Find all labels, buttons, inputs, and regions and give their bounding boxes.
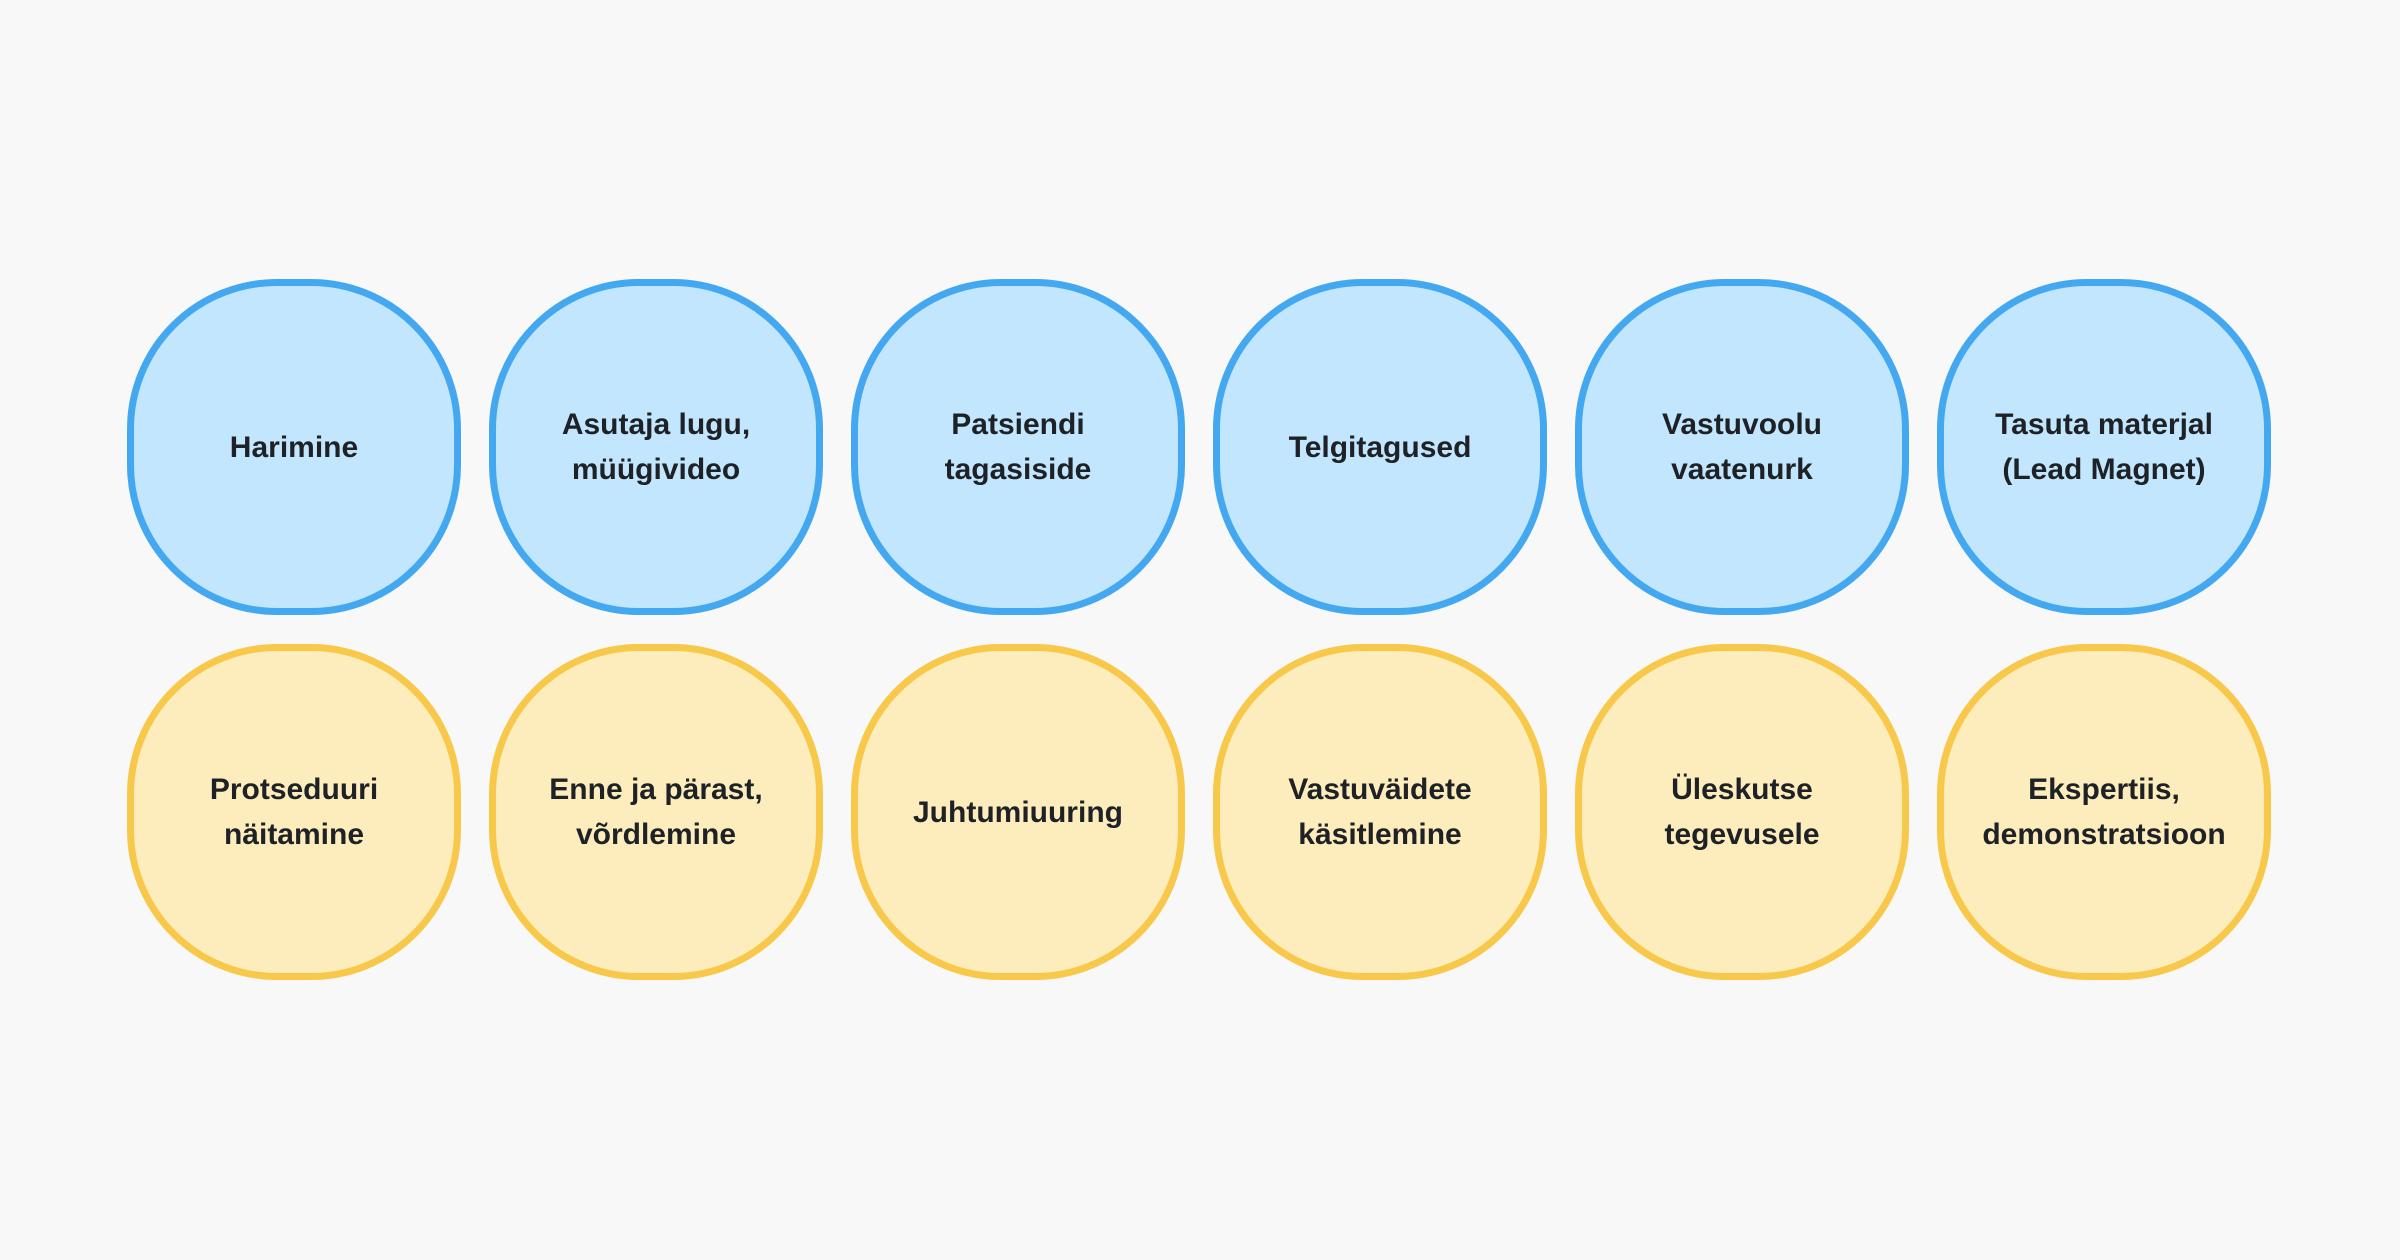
node-ekspertiis-demonstratsioon: Ekspertiis, demonstratsioon <box>1937 644 2271 980</box>
node-vastuvaidete-kasitlemine: Vastuväidete käsitlemine <box>1213 644 1547 980</box>
node-label: Üleskutse tegevusele <box>1664 773 1820 851</box>
node-juhtumiuuring: Juhtumiuuring <box>851 644 1185 980</box>
node-uleskutse-tegevusele: Üleskutse tegevusele <box>1575 644 1909 980</box>
node-label: Tasuta materjal (Lead Magnet) <box>1995 408 2213 486</box>
node-label: Vastuväidete käsitlemine <box>1288 773 1472 851</box>
node-label: Juhtumiuuring <box>913 795 1123 829</box>
node-enne-ja-parast: Enne ja pärast, võrdlemine <box>489 644 823 980</box>
node-label: Ekspertiis, demonstratsioon <box>1982 773 2226 851</box>
node-label: Enne ja pärast, võrdlemine <box>549 773 763 851</box>
node-label: Telgitagused <box>1288 430 1472 464</box>
node-asutaja-lugu: Asutaja lugu, müügivideo <box>489 279 823 615</box>
node-telgitagused: Telgitagused <box>1213 279 1547 615</box>
node-harimine: Harimine <box>127 279 461 615</box>
node-label: Protseduuri näitamine <box>209 773 379 851</box>
yellow-row: Protseduuri näitamine Enne ja pärast, võ… <box>127 644 2271 980</box>
blue-row: Harimine Asutaja lugu, müügivideo Patsie… <box>127 279 2271 615</box>
node-label: Asutaja lugu, müügivideo <box>561 408 751 486</box>
node-label: Harimine <box>229 430 359 464</box>
node-label: Vastuvoolu vaatenurk <box>1661 408 1823 486</box>
node-patsiendi-tagasiside: Patsiendi tagasiside <box>851 279 1185 615</box>
node-label: Patsiendi tagasiside <box>944 408 1092 486</box>
node-tasuta-materjal: Tasuta materjal (Lead Magnet) <box>1937 279 2271 615</box>
node-vastuvoolu-vaatenurk: Vastuvoolu vaatenurk <box>1575 279 1909 615</box>
node-protseduuri-naitamine: Protseduuri näitamine <box>127 644 461 980</box>
